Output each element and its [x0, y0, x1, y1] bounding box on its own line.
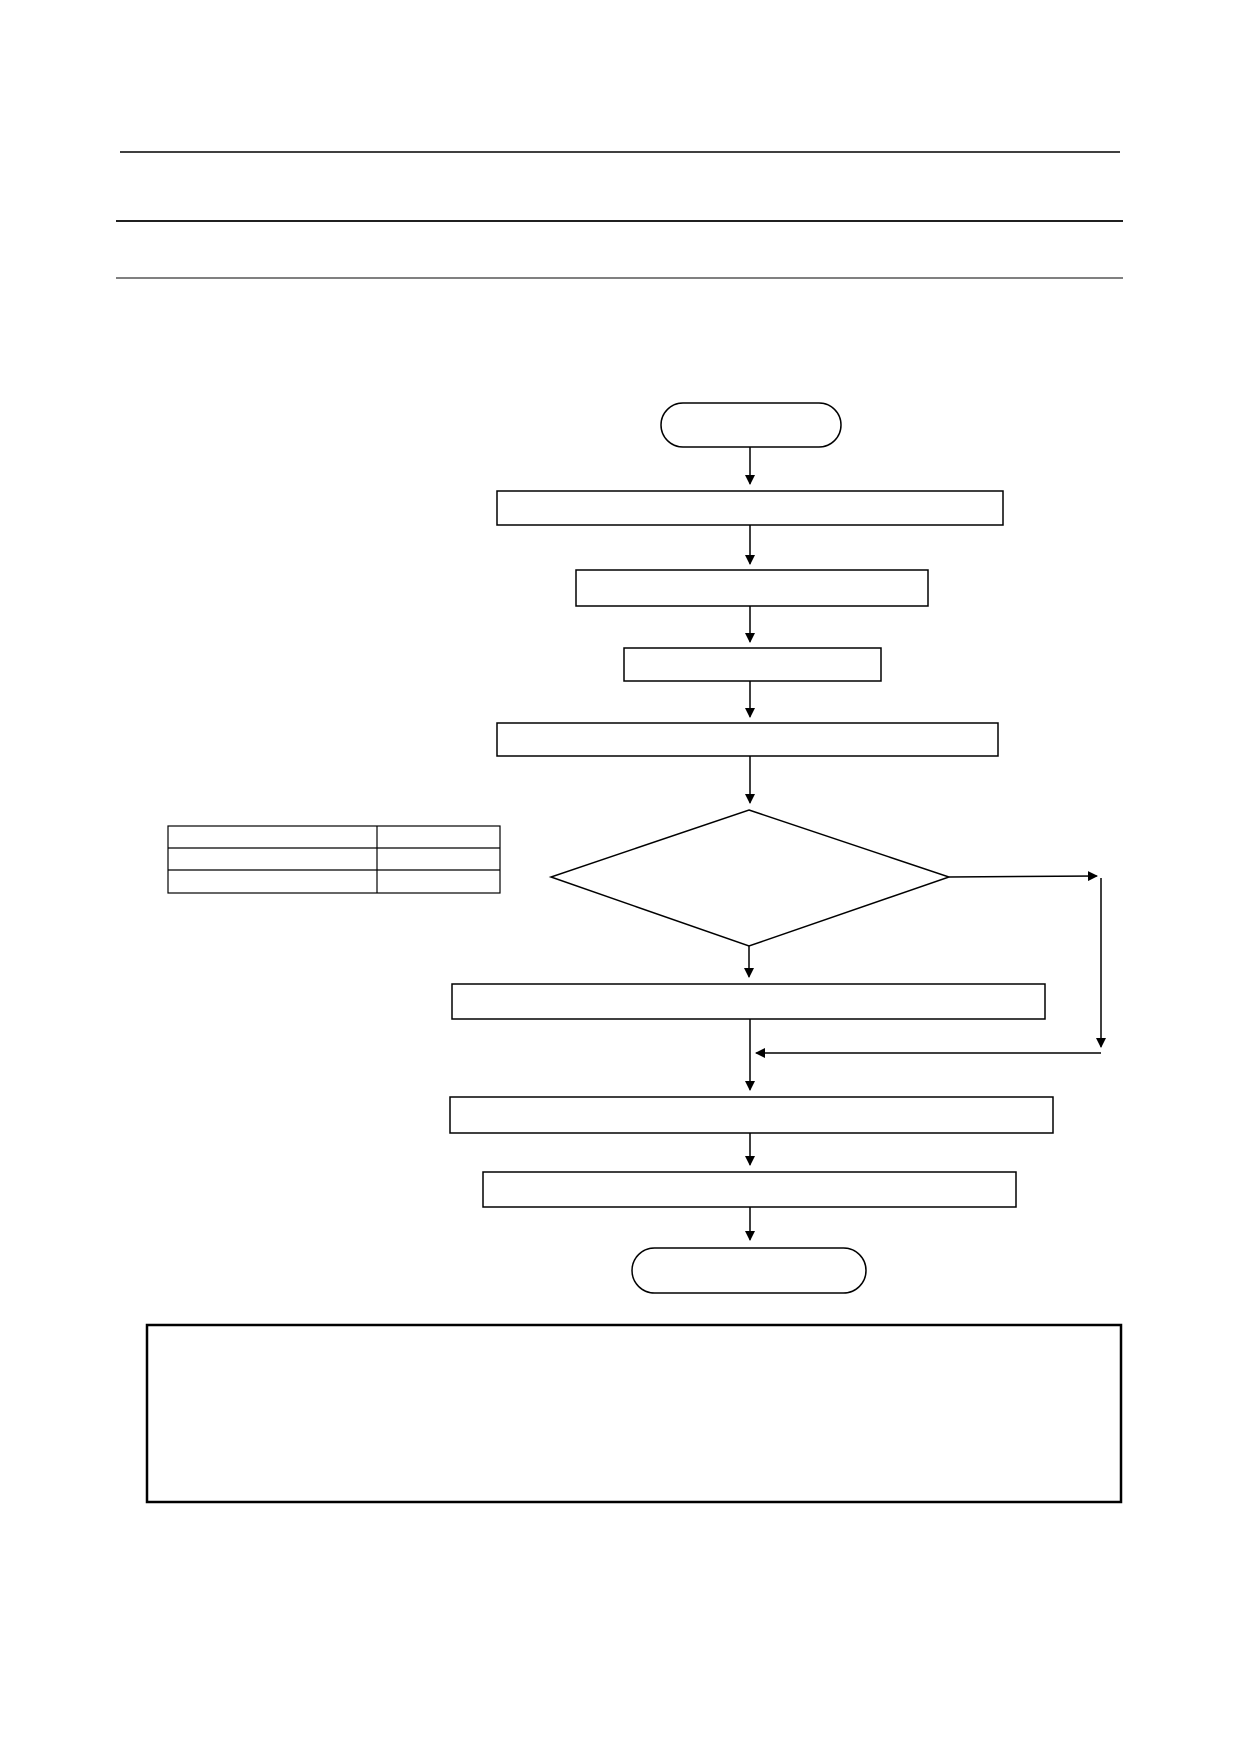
process-step-3: [623, 647, 882, 682]
notes-box: [145, 1323, 1123, 1504]
start-terminator: [660, 402, 842, 448]
process-step-2: [575, 569, 929, 607]
decision-branch-connector: [948, 871, 1098, 882]
after-step-1: [449, 1096, 1054, 1134]
after-step-2: [482, 1171, 1017, 1208]
branch-step: [451, 983, 1046, 1020]
process-step-1: [496, 490, 1004, 526]
decision-diamond: [548, 809, 952, 947]
end-terminator: [631, 1247, 867, 1294]
side-table: [167, 825, 501, 894]
process-step-4: [496, 722, 999, 757]
